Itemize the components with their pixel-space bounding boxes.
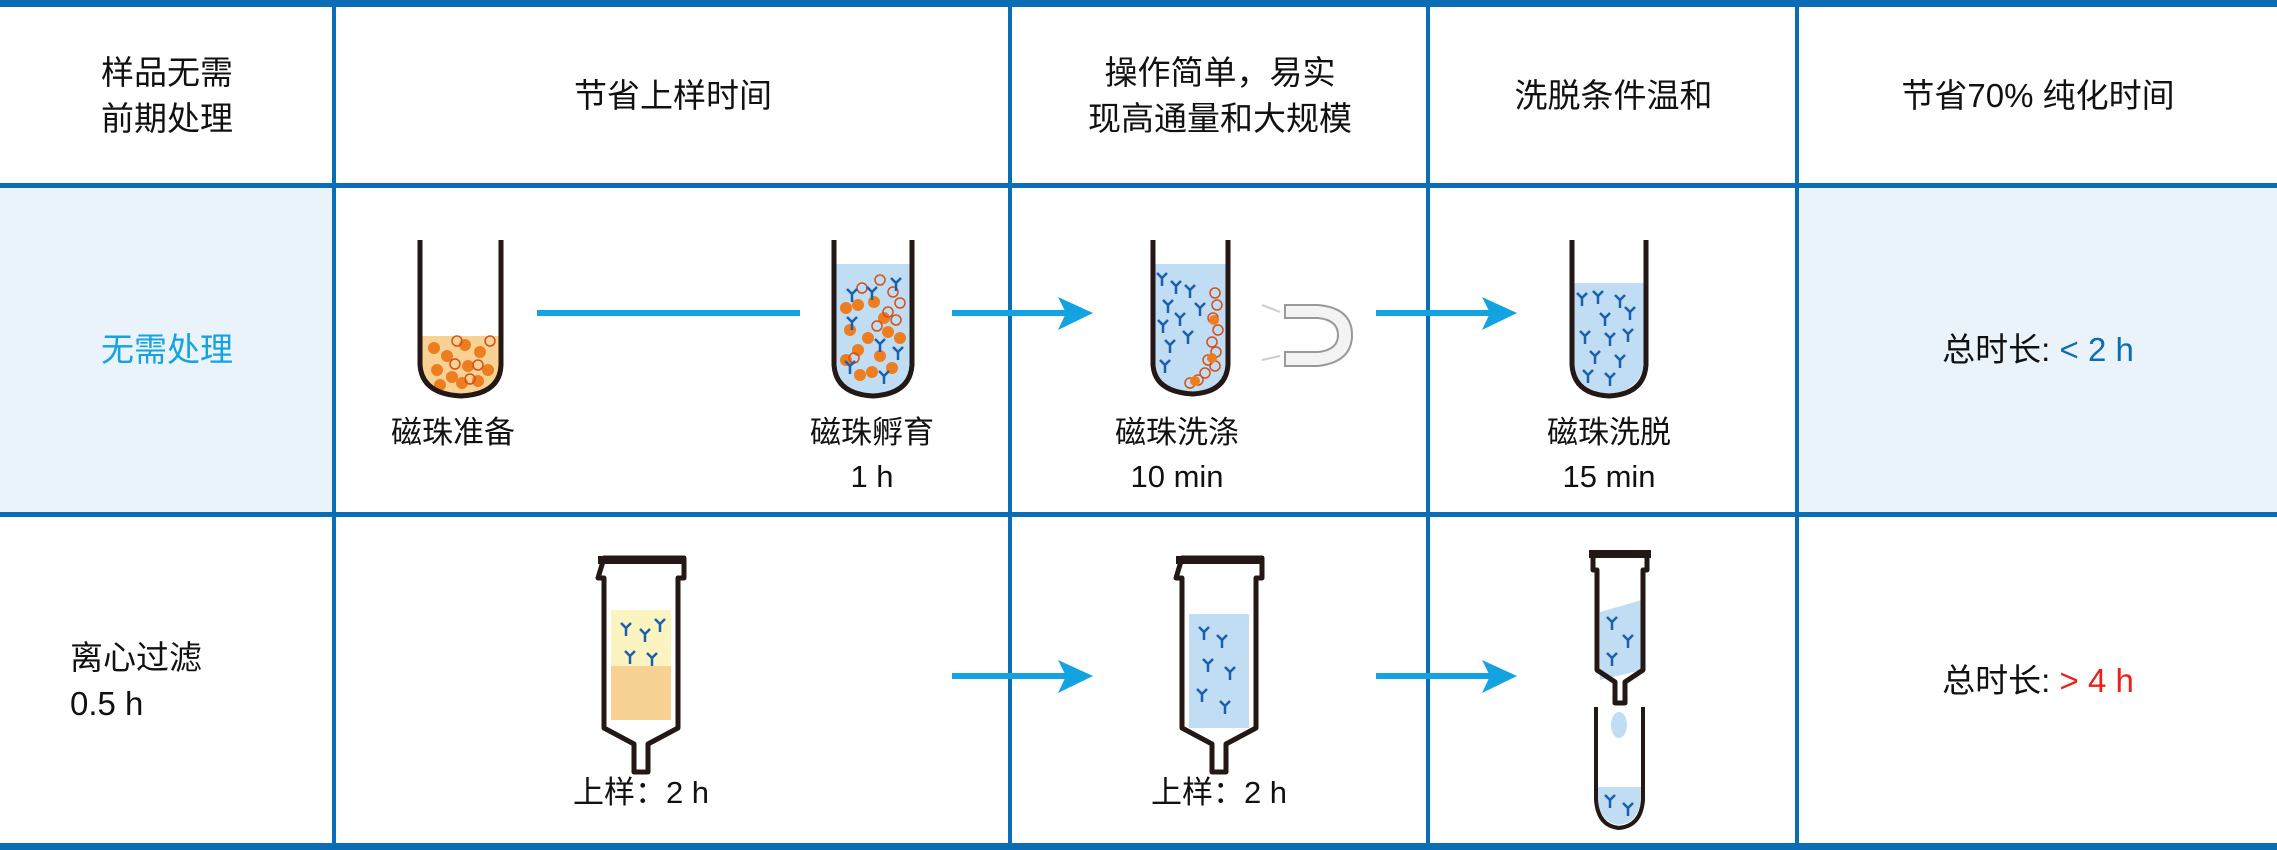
- grid-line: [0, 0, 2277, 7]
- total-time-value: < 2 h: [2059, 331, 2134, 368]
- spin-column-loading: [595, 555, 687, 775]
- step-label: 上样：2 h: [1150, 775, 1288, 810]
- tube-bead-incubation: [831, 240, 915, 399]
- header-text: 节省上样时间: [574, 77, 772, 114]
- grid-line: [1008, 0, 1012, 850]
- arrow-right-icon: [1376, 660, 1517, 693]
- row-magnetic-label-cell: 无需处理: [0, 187, 334, 513]
- total-time-prefix: 总时长:: [1942, 331, 2060, 368]
- row-magnetic-total-cell: 总时长: < 2 h: [1799, 187, 2277, 513]
- header-text: 节省70% 纯化时间: [1901, 77, 2175, 114]
- header-save-loading-time: 节省上样时间: [336, 7, 1010, 185]
- header-line: 样品无需: [101, 54, 233, 91]
- step-label: 磁珠洗涤: [1115, 415, 1239, 450]
- arrow-right-icon: [952, 660, 1093, 693]
- row-column-total-cell: 总时长: > 4 h: [1799, 518, 2277, 843]
- header-line: 操作简单，易实: [1104, 54, 1336, 91]
- row-column-label: 离心过滤: [70, 638, 202, 676]
- total-time-value: > 4 h: [2059, 661, 2134, 699]
- grid-line: [1426, 0, 1430, 850]
- row-column-label-cell: 离心过滤 0.5 h: [0, 518, 334, 843]
- header-text: 洗脱条件温和: [1514, 77, 1713, 114]
- grid-line: [332, 0, 336, 850]
- tube-bead-elution: [1569, 240, 1649, 399]
- header-line: 现高通量和大规模: [1088, 100, 1352, 137]
- header-sample-pretreatment: 样品无需前期处理: [0, 7, 334, 185]
- grid-line: [0, 512, 2277, 517]
- row-magnetic-label: 无需处理: [101, 331, 233, 368]
- step-label: 磁珠洗脱: [1547, 415, 1671, 450]
- step-time: 15 min: [1562, 459, 1656, 494]
- magnet-icon: [1261, 304, 1354, 367]
- step-label: 磁珠准备: [391, 415, 515, 450]
- total-time-prefix: 总时长:: [1942, 661, 2060, 699]
- tube-bead-washing: [1150, 240, 1231, 397]
- arrow-right-icon: [952, 297, 1093, 330]
- spin-column-elution: [1589, 550, 1651, 831]
- droplet-icon: [1611, 712, 1627, 738]
- step-time: 10 min: [1130, 459, 1224, 494]
- step-label: 上样：2 h: [572, 775, 710, 810]
- tube-bead-preparation: [417, 240, 504, 399]
- header-simple-operation: 操作简单，易实现高通量和大规模: [1012, 7, 1428, 185]
- grid-line: [0, 183, 2277, 188]
- step-label: 磁珠孵育: [810, 415, 934, 450]
- spin-column-washing: [1173, 555, 1265, 775]
- grid-line: [0, 843, 2277, 850]
- row-column-time: 0.5 h: [70, 684, 144, 722]
- arrow-right-icon: [1376, 297, 1517, 330]
- header-mild-elution: 洗脱条件温和: [1430, 7, 1797, 185]
- step-time: 1 h: [850, 459, 894, 494]
- header-save-purification-time: 节省70% 纯化时间: [1799, 7, 2277, 185]
- header-line: 前期处理: [101, 100, 233, 137]
- grid-line: [1795, 0, 1799, 850]
